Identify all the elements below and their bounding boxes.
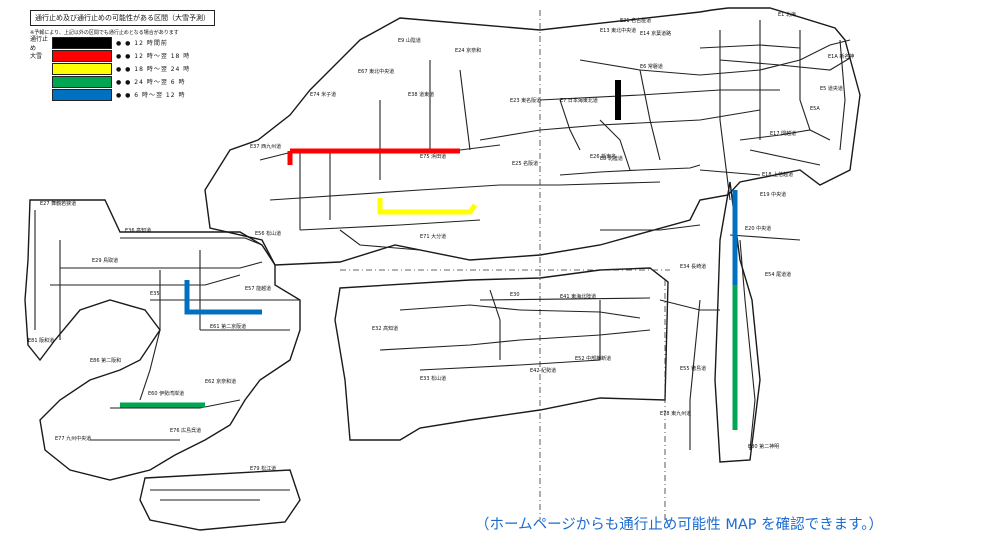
legend-row: 大雪 ● ● 12 時～翌 18 時 <box>30 49 230 62</box>
road-label: E7 日本海東北道 <box>560 97 598 104</box>
road-label: E25 名阪道 <box>512 160 538 167</box>
closure-yellow <box>377 198 478 215</box>
road-label: E8 北陸道 <box>600 155 623 162</box>
road-label: E18 上信越道 <box>762 171 793 178</box>
closure-blue-west <box>184 280 262 315</box>
road-label: E86 第二阪和 <box>90 357 121 364</box>
road-label: E41 東海北陸道 <box>560 293 596 300</box>
closure-segments <box>120 80 738 430</box>
legend-swatch <box>52 36 112 49</box>
road-label: E38 道東道 <box>408 91 434 98</box>
road-label: E55 徳島道 <box>680 365 706 372</box>
road-label: E9 山陰道 <box>398 37 421 44</box>
road-label: E35 <box>150 291 160 297</box>
road-label: E17 関越道 <box>770 130 796 137</box>
road-label: E20 中央道 <box>745 225 771 232</box>
legend-swatch <box>52 62 112 75</box>
road-label: E80 第二神明 <box>748 443 779 450</box>
legend-row-label: 大雪 <box>30 53 43 60</box>
road-label: E78 東九州道 <box>660 410 691 417</box>
legend-swatch <box>52 49 112 62</box>
road-label: E13 東北中央道 <box>600 27 636 34</box>
road-label: E61 第二京阪道 <box>210 323 246 330</box>
road-label: E54 尾道道 <box>765 271 791 278</box>
road-label: E33 松山道 <box>420 375 446 382</box>
road-label: E60 伊勢湾岸道 <box>148 390 184 397</box>
road-label: E75 浜田道 <box>420 153 446 160</box>
road-label: E1 北海 <box>778 11 796 18</box>
road-label: E52 中部横断道 <box>575 355 611 362</box>
outline-north <box>204 7 861 266</box>
dashed-guides <box>340 10 670 520</box>
road-label: E29 鳥取道 <box>92 257 118 264</box>
road-label: E1A 新名神 <box>828 53 854 60</box>
road-label: E26 新東名 <box>590 153 616 160</box>
road-label: E56 松山道 <box>255 230 281 237</box>
legend-title: 通行止め及び通行止めの可能性がある区間（大雪予測） <box>30 10 215 26</box>
road-label: E81 阪和道 <box>28 337 54 344</box>
road-label: E74 米子道 <box>310 91 336 98</box>
road-label: E62 京奈和道 <box>205 378 236 385</box>
legend-swatch <box>52 88 112 101</box>
legend-row: ● ● 6 時～翌 12 時 <box>30 88 230 101</box>
legend-row: ● ● 18 時～翌 24 時 <box>30 62 230 75</box>
legend-row-text: ● ● 18 時～翌 24 時 <box>116 66 191 73</box>
road-label: E30 <box>510 292 520 298</box>
road-label: E32 高知道 <box>372 325 398 332</box>
road-lines <box>34 20 851 501</box>
road-label: E79 松江道 <box>250 465 276 472</box>
outline-east <box>714 181 761 463</box>
map-caption: （ホームページからも通行止め可能性 MAP を確認できます。） <box>475 517 883 533</box>
legend-row-text: ● ● 12 時間前 <box>116 40 168 47</box>
legend-row-text: ● ● 6 時～翌 12 時 <box>116 92 186 99</box>
outline-southwest <box>24 199 301 481</box>
legend-row: 通行止め ● ● 12 時間前 <box>30 35 230 52</box>
road-label: E37 西九州道 <box>250 143 281 150</box>
legend-swatch <box>52 75 112 88</box>
road-label: E42 紀勢道 <box>530 367 556 374</box>
road-label: E77 九州中央道 <box>55 435 91 442</box>
legend-row-text: ● ● 12 時～翌 18 時 <box>116 53 191 60</box>
legend-note: ※予報により、上記以外の区間でも通行止めとなる場合があります <box>30 30 179 36</box>
road-label: E67 東北中央道 <box>358 68 394 75</box>
road-label: E5A <box>810 106 820 112</box>
road-label: E14 京葉道路 <box>640 30 671 37</box>
road-label: E27 舞鶴若狭道 <box>40 200 76 207</box>
road-label: E21 名古屋道 <box>620 17 651 24</box>
legend-row-label: 通行止め <box>30 35 49 52</box>
road-label: E19 中央道 <box>760 191 786 198</box>
road-label: E23 東名阪道 <box>510 97 541 104</box>
outline-kyushu-small <box>139 469 301 531</box>
legend-row: ● ● 24 時～翌 6 時 <box>30 75 230 88</box>
road-label: E24 京奈和 <box>455 47 481 54</box>
road-label: E6 常磐道 <box>640 63 663 70</box>
road-label: E36 高知道 <box>125 227 151 234</box>
road-label: E76 広島呉道 <box>170 427 201 434</box>
road-label: E5 道央道 <box>820 85 843 92</box>
road-label: E71 大分道 <box>420 233 446 240</box>
road-labels: E1 北海 E1A 新名神 E5 道央道 E5A E6 常磐道 E7 日本海東北道 E8 北… <box>28 11 854 472</box>
legend-rows: 通行止め ● ● 12 時間前大雪 ● ● 12 時～翌 18 時 ● ● 18 時～… <box>30 36 230 101</box>
road-label: E34 長崎道 <box>680 263 706 270</box>
legend-row-text: ● ● 24 時～翌 6 時 <box>116 79 186 86</box>
region-outlines <box>24 7 861 531</box>
legend: 通行止め及び通行止めの可能性がある区間（大雪予測） ※予報により、上記以外の区間… <box>30 10 230 122</box>
outline-shikoku <box>334 267 669 441</box>
road-label: E57 能越道 <box>245 285 271 292</box>
